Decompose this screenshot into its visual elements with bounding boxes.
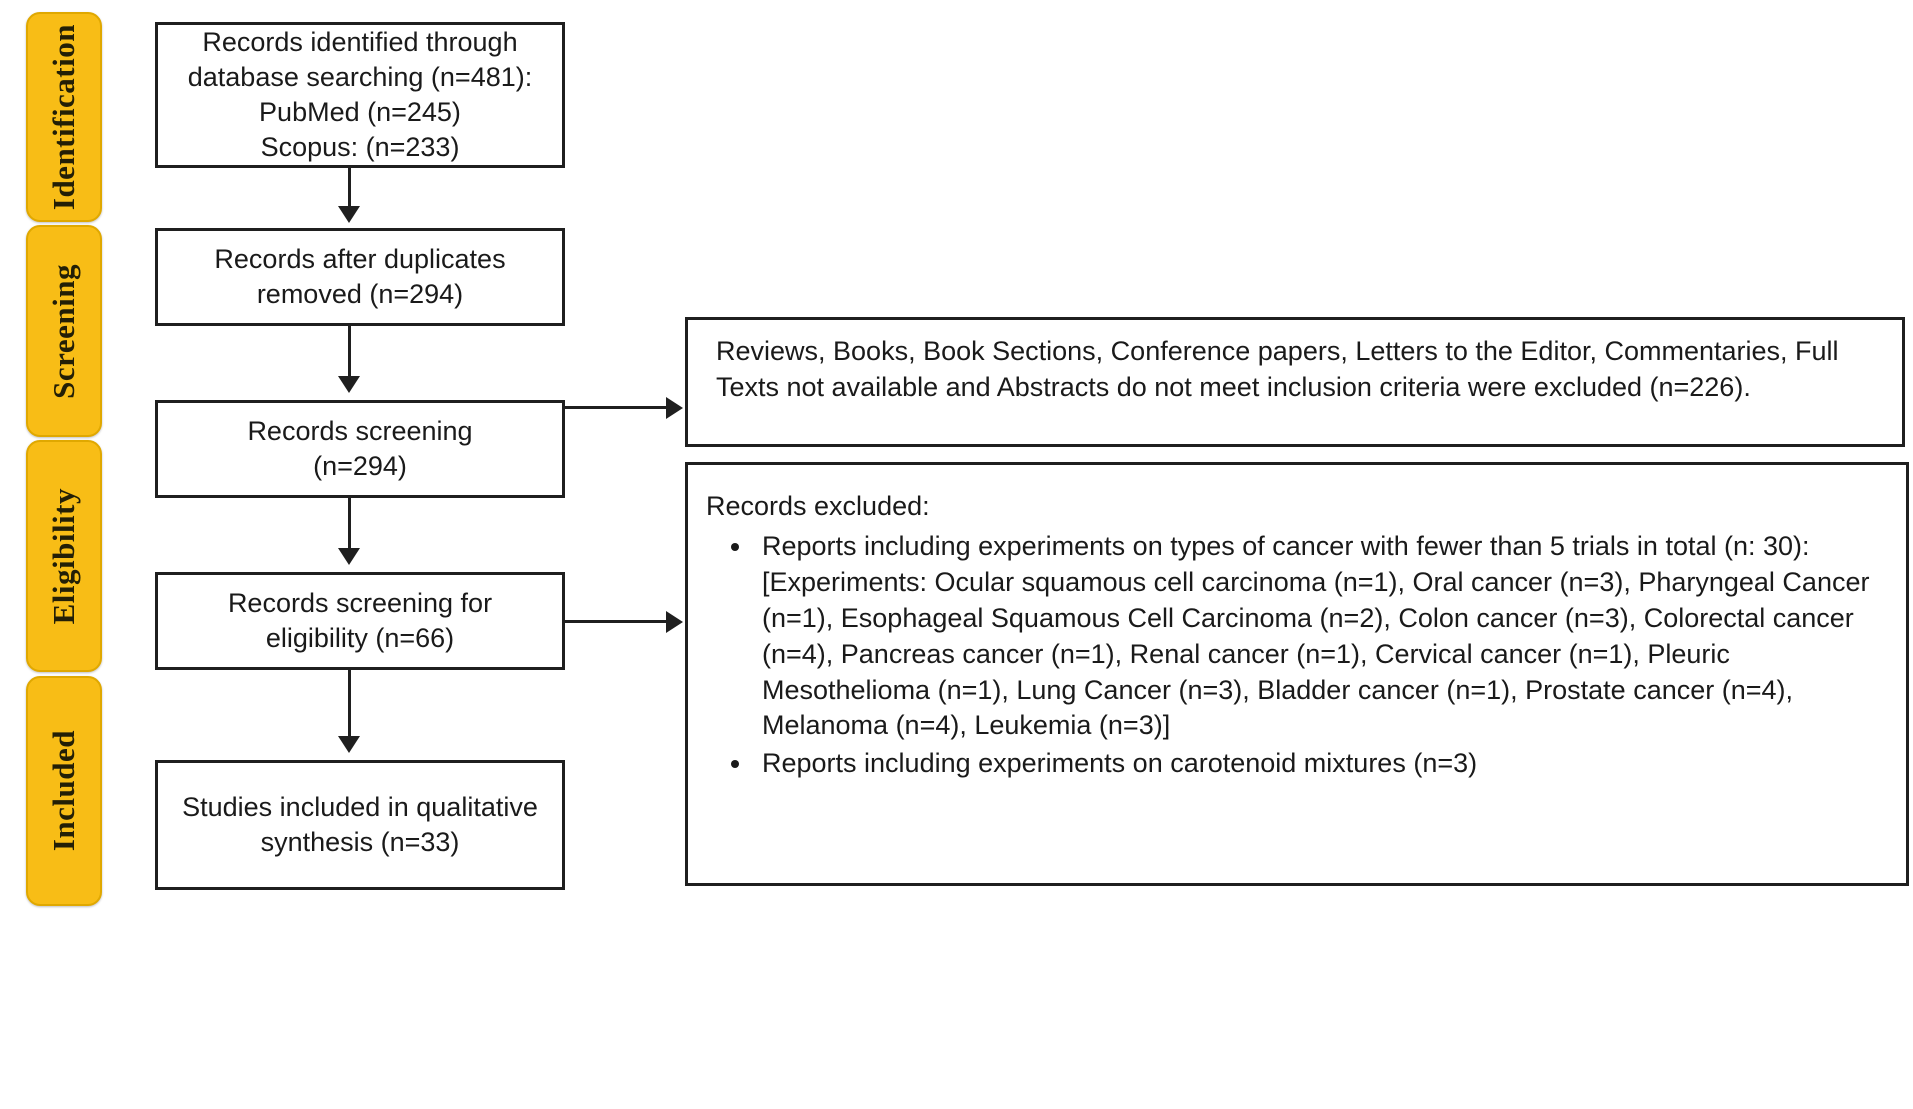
connector-screening-to-excluded-top <box>565 406 668 409</box>
stage-label-identification-text: Identification <box>46 23 81 211</box>
box-records-after-duplicates: Records after duplicates removed (n=294) <box>155 228 565 326</box>
box-excluded-publication-types-text: Reviews, Books, Book Sections, Conferenc… <box>716 336 1839 402</box>
arrowhead-down-icon <box>338 548 360 565</box>
arrowhead-right-icon <box>666 611 683 633</box>
box-records-screening: Records screening (n=294) <box>155 400 565 498</box>
stage-label-eligibility-text: Eligibility <box>46 487 81 625</box>
connector-screening-to-eligibility <box>348 498 351 554</box>
list-item: Reports including experiments on types o… <box>754 529 1888 744</box>
connector-duplicates-to-screening <box>348 326 351 382</box>
records-excluded-lead: Records excluded: <box>706 491 930 521</box>
connector-identified-to-duplicates <box>348 168 351 212</box>
box-records-screening-eligibility-text: Records screening for eligibility (n=66) <box>227 587 493 653</box>
connector-eligibility-to-excluded-main <box>565 620 668 623</box>
box-excluded-publication-types: Reviews, Books, Book Sections, Conferenc… <box>685 317 1905 447</box>
connector-eligibility-to-included <box>348 670 351 742</box>
stage-label-eligibility: Eligibility <box>26 440 102 672</box>
records-excluded-body: Records excluded: Reports including expe… <box>706 489 1888 784</box>
stage-label-screening-text: Screening <box>46 263 81 399</box>
records-excluded-list: Reports including experiments on types o… <box>706 529 1888 782</box>
stage-label-identification: Identification <box>26 12 102 222</box>
stage-label-included-text: Included <box>46 730 81 852</box>
box-records-identified-text: Records identified through database sear… <box>187 26 533 163</box>
arrowhead-down-icon <box>338 376 360 393</box>
list-item: Reports including experiments on caroten… <box>754 746 1888 782</box>
box-records-after-duplicates-text: Records after duplicates removed (n=294) <box>214 243 506 309</box>
stage-label-included: Included <box>26 676 102 906</box>
arrowhead-down-icon <box>338 736 360 753</box>
box-studies-included: Studies included in qualitative synthesi… <box>155 760 565 890</box>
arrowhead-down-icon <box>338 206 360 223</box>
box-records-screening-eligibility: Records screening for eligibility (n=66) <box>155 572 565 670</box>
arrowhead-right-icon <box>666 397 683 419</box>
box-records-excluded-detail: Records excluded: Reports including expe… <box>685 462 1909 886</box>
box-records-screening-text: Records screening (n=294) <box>247 415 473 481</box>
box-studies-included-text: Studies included in qualitative synthesi… <box>182 791 538 857</box>
box-records-identified: Records identified through database sear… <box>155 22 565 168</box>
stage-label-screening: Screening <box>26 225 102 437</box>
